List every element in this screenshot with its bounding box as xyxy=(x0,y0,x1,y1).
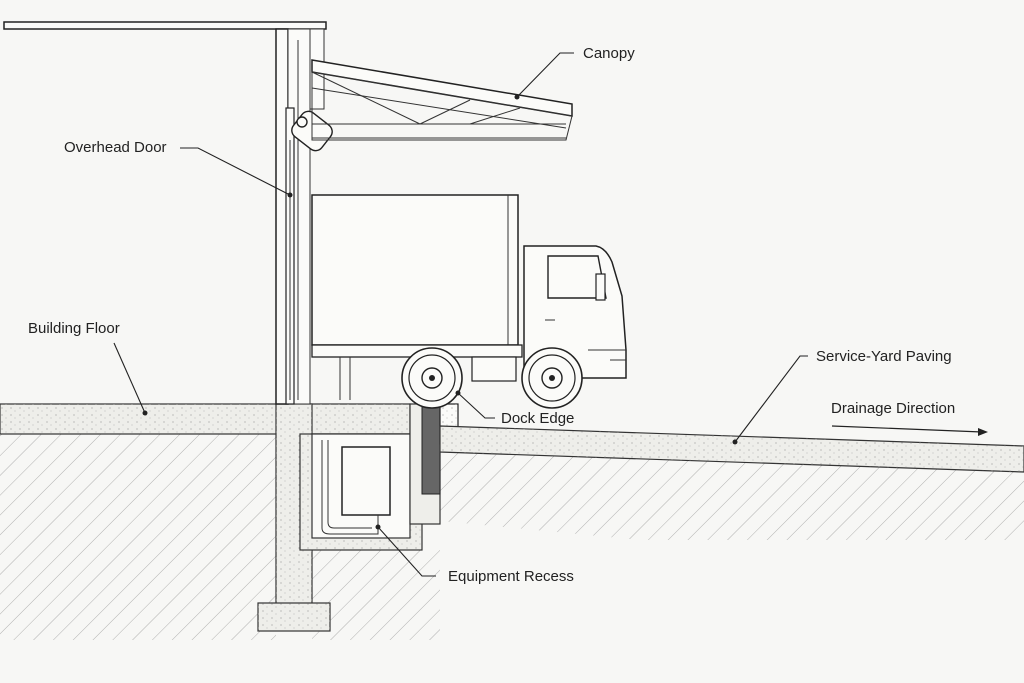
label-drainage-direction: Drainage Direction xyxy=(831,400,955,417)
truck-window xyxy=(547,255,607,299)
building-wall xyxy=(3,21,327,405)
label-dock-edge: Dock Edge xyxy=(501,410,574,427)
label-service-yard-paving: Service-Yard Paving xyxy=(816,348,952,365)
label-canopy: Canopy xyxy=(583,45,635,62)
label-equipment-recess: Equipment Recess xyxy=(448,568,574,585)
equipment-unit xyxy=(341,446,391,516)
drainage-direction-arrow xyxy=(831,425,988,436)
front-wheel xyxy=(521,347,583,409)
building-floor-slab xyxy=(0,403,411,435)
service-yard-paving xyxy=(439,425,1024,473)
truck xyxy=(311,194,627,409)
leader-lines xyxy=(113,52,808,577)
rear-wheel xyxy=(401,347,463,409)
truck-cargo-box xyxy=(311,194,519,346)
label-overhead-door: Overhead Door xyxy=(64,139,167,156)
label-building-floor: Building Floor xyxy=(28,320,120,337)
earth-hatch xyxy=(0,434,1024,640)
canopy-structure xyxy=(311,59,573,141)
equipment-recess-pit xyxy=(299,433,423,551)
